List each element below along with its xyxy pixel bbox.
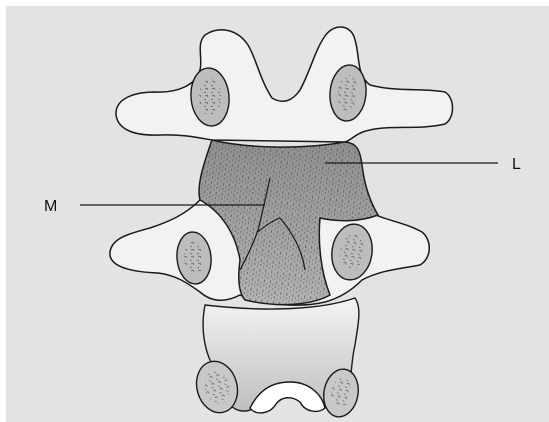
label-medial: M	[44, 198, 57, 215]
lower-vertebra	[191, 298, 362, 420]
label-lateral: L	[512, 156, 521, 173]
